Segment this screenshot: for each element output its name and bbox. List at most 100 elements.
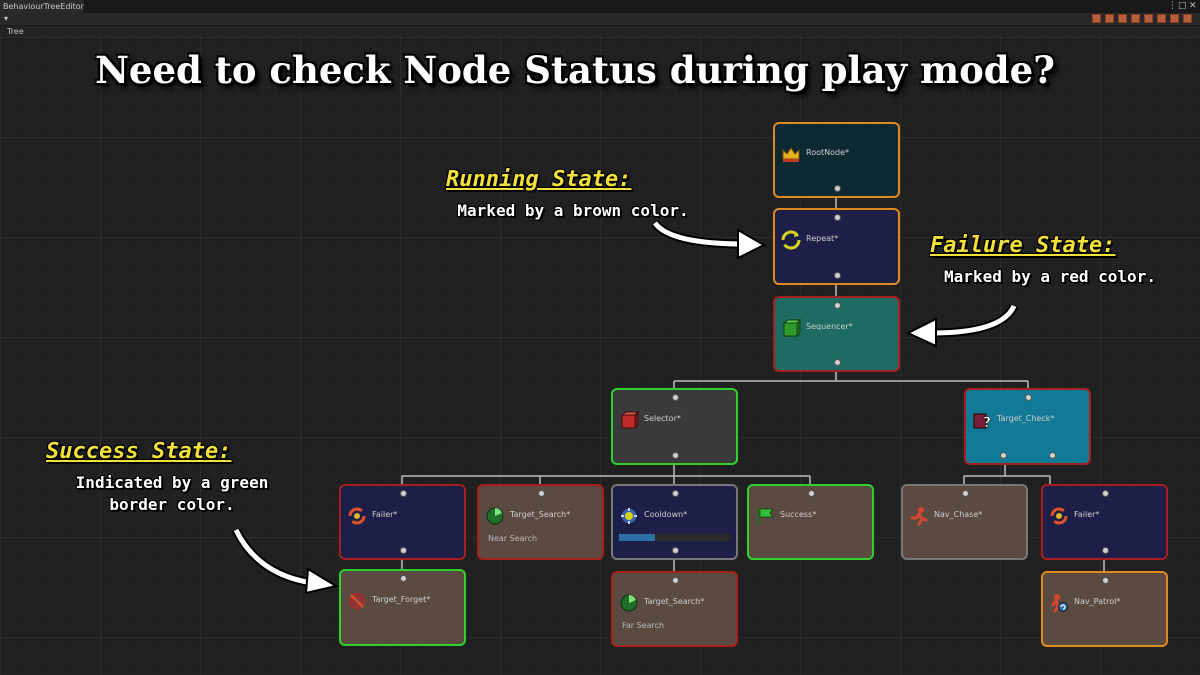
maximize-icon[interactable]: □ (1178, 1, 1187, 11)
input-port[interactable] (399, 575, 407, 582)
input-port[interactable] (671, 490, 679, 497)
node-target-check[interactable]: ? Target_Check* (964, 388, 1091, 465)
input-port[interactable] (671, 577, 679, 584)
input-port[interactable] (961, 490, 969, 497)
patrol-icon (1049, 593, 1069, 613)
input-port[interactable] (1101, 490, 1109, 497)
kebab-menu-icon[interactable]: ⋮ (1168, 1, 1177, 11)
radar-icon (619, 593, 639, 613)
toolbar-tool-icon[interactable] (1105, 14, 1114, 23)
node-title: Failer* (1074, 510, 1100, 519)
node-title: Cooldown* (644, 510, 688, 519)
toolbar-dropdown[interactable]: ▾ (4, 14, 9, 23)
radar-icon (485, 506, 505, 526)
close-icon[interactable]: ✕ (1189, 1, 1197, 11)
input-port[interactable] (807, 490, 815, 497)
output-port[interactable] (1049, 452, 1057, 459)
editor-tab[interactable]: BehaviourTreeEditor (0, 0, 84, 13)
edge (401, 464, 811, 485)
flag-icon (755, 506, 775, 526)
edge (673, 371, 1029, 389)
node-success[interactable]: Success* (747, 484, 874, 560)
node-cooldown[interactable]: Cooldown* (611, 484, 738, 560)
crown-icon (781, 144, 801, 164)
node-repeat[interactable]: Repeat* (773, 208, 900, 285)
input-port[interactable] (1024, 394, 1032, 401)
editor-toolbar: ▾ (0, 13, 1200, 26)
running-arrow-icon (651, 220, 767, 260)
node-title: Repeat* (806, 234, 839, 243)
failure-arrow-icon (905, 303, 1019, 348)
toolbar-tool-icon[interactable] (1170, 14, 1179, 23)
toolbar-tool-icon[interactable] (1157, 14, 1166, 23)
node-failer[interactable]: Failer* (339, 484, 466, 560)
failer-icon (1049, 506, 1069, 526)
node-title: Nav_Patrol* (1074, 597, 1121, 606)
success-state-text: Indicated by a green border color. (22, 472, 322, 516)
failure-state-text: Marked by a red color. (944, 267, 1156, 286)
output-port[interactable] (999, 452, 1007, 459)
repeat-icon (781, 230, 801, 250)
cooldown-progress-bar (619, 534, 731, 541)
edge (963, 464, 1051, 485)
success-state-title: Success State: (46, 439, 232, 464)
sequencer-icon (781, 318, 802, 338)
toolbar-tool-icon[interactable] (1144, 14, 1153, 23)
running-state-title: Running State: (446, 167, 632, 192)
graph-canvas[interactable]: RootNode* Repeat* Sequencer* Selector* ? (0, 37, 1200, 675)
node-title: Target_Search* (510, 510, 571, 519)
node-sequencer[interactable]: Sequencer* (773, 296, 900, 372)
output-port[interactable] (833, 359, 841, 366)
node-title: Nav_Chase* (934, 510, 983, 519)
input-port[interactable] (537, 490, 545, 497)
input-port[interactable] (833, 214, 841, 221)
toolbar-tool-icon[interactable] (1118, 14, 1127, 23)
node-title: Target_Check* (997, 414, 1055, 423)
svg-text:?: ? (983, 415, 991, 430)
cooldown-icon (619, 506, 639, 526)
failer-icon (347, 506, 367, 526)
node-title: Target_Forget* (372, 595, 431, 604)
success-arrow-icon (231, 527, 339, 595)
running-state-text: Marked by a brown color. (457, 201, 689, 220)
node-title: Success* (780, 510, 817, 519)
node-description: Far Search (622, 621, 665, 630)
output-port[interactable] (671, 547, 679, 554)
output-port[interactable] (399, 547, 407, 554)
question-icon: ? (972, 410, 992, 431)
input-port[interactable] (671, 394, 679, 401)
forget-icon (347, 591, 367, 611)
node-failer[interactable]: Failer* (1041, 484, 1168, 560)
node-nav-chase[interactable]: Nav_Chase* (901, 484, 1028, 560)
node-root[interactable]: RootNode* (773, 122, 900, 198)
cooldown-progress-fill (619, 534, 655, 541)
node-selector[interactable]: Selector* (611, 388, 738, 465)
output-port[interactable] (833, 185, 841, 192)
success-state-text-line: border color. (109, 495, 235, 514)
node-title: Failer* (372, 510, 398, 519)
toolbar-tool-icon[interactable] (1131, 14, 1140, 23)
node-description: Near Search (488, 534, 538, 543)
tree-label[interactable]: Tree (7, 27, 24, 36)
node-title: Sequencer* (806, 322, 853, 331)
output-port[interactable] (1101, 547, 1109, 554)
tree-breadcrumb-bar: Tree (0, 26, 1200, 37)
toolbar-tool-icon[interactable] (1183, 14, 1192, 23)
input-port[interactable] (1101, 577, 1109, 584)
node-title: Selector* (644, 414, 681, 423)
input-port[interactable] (833, 302, 841, 309)
headline: Need to check Node Status during play mo… (95, 48, 1055, 92)
toolbar-tool-icon[interactable] (1092, 14, 1101, 23)
node-target-forget[interactable]: Target_Forget* (339, 569, 466, 646)
node-target-search[interactable]: Target_Search* Near Search (477, 484, 604, 560)
success-state-text-line: Indicated by a green (75, 473, 269, 492)
output-port[interactable] (833, 272, 841, 279)
window-tab-bar: BehaviourTreeEditor ⋮ □ ✕ (0, 0, 1200, 13)
output-port[interactable] (671, 452, 679, 459)
node-nav-patrol[interactable]: Nav_Patrol* (1041, 571, 1168, 647)
input-port[interactable] (399, 490, 407, 497)
selector-icon (619, 410, 640, 430)
node-title: RootNode* (806, 148, 850, 157)
edge-layer (401, 190, 1105, 572)
node-target-search[interactable]: Target_Search* Far Search (611, 571, 738, 647)
